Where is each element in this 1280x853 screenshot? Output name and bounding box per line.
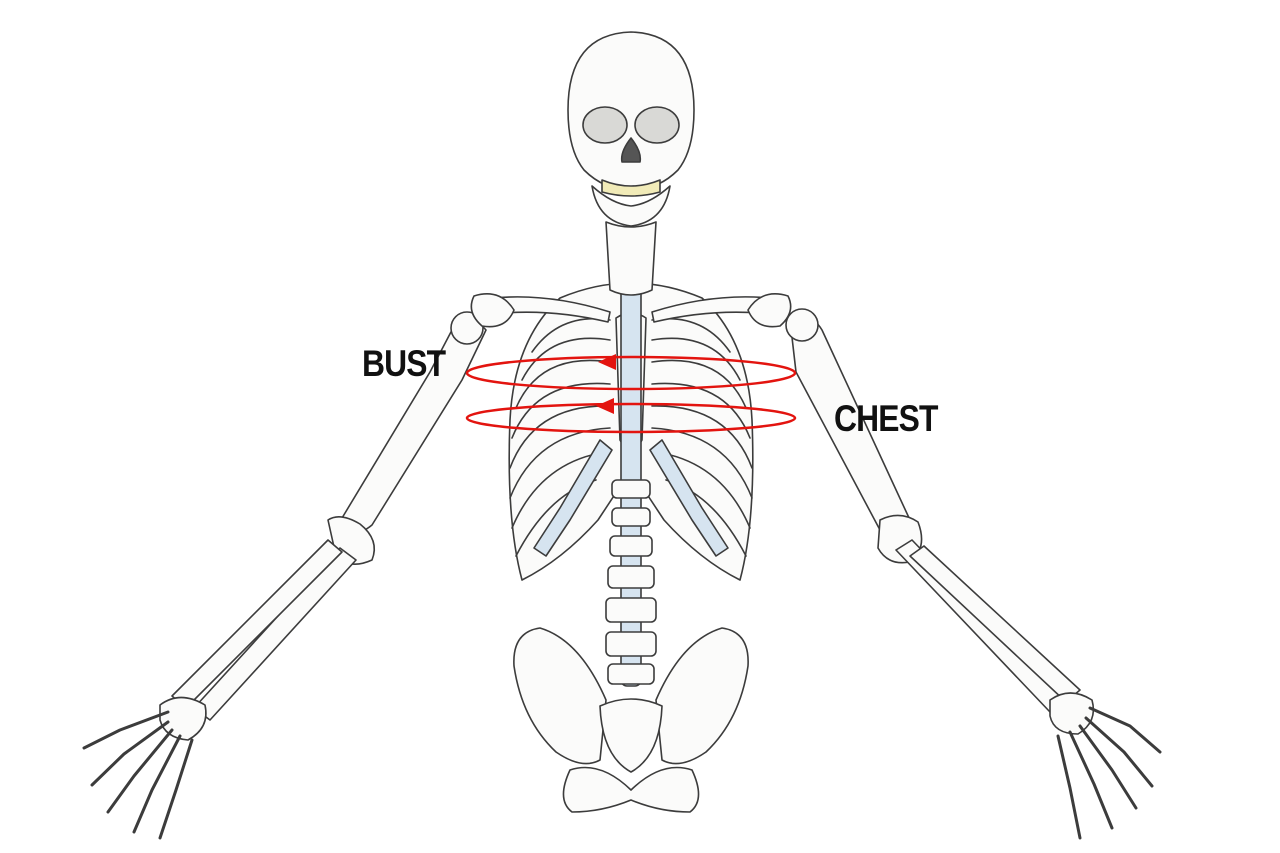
- right-finger: [1068, 730, 1114, 830]
- left-finger: [106, 728, 174, 814]
- right-scapula: [747, 293, 792, 328]
- arrow-left-icon: [598, 354, 616, 370]
- rib: [521, 337, 611, 381]
- chest-label: CHEST: [834, 398, 938, 439]
- right-ilium: [655, 627, 749, 765]
- chest-measure-line: [465, 402, 797, 434]
- rib: [651, 382, 751, 439]
- left-costal-cartilage: [533, 439, 613, 557]
- left-radius: [193, 547, 357, 721]
- right-finger: [1078, 724, 1138, 810]
- spine: [605, 235, 657, 687]
- left-scapula: [470, 293, 515, 328]
- left-wrist: [159, 696, 207, 741]
- rib: [651, 359, 747, 409]
- nasal-cavity: [620, 137, 642, 163]
- neck: [605, 221, 657, 296]
- pelvis: [513, 627, 749, 813]
- cranium: [567, 31, 695, 191]
- vertebra: [607, 663, 655, 685]
- left-eye-socket: [582, 106, 628, 144]
- left-finger: [90, 720, 170, 787]
- right-hand: [1056, 706, 1162, 840]
- rib: [651, 337, 741, 381]
- bust-measure-line: [465, 355, 797, 391]
- vertebra: [611, 507, 651, 527]
- rib: [651, 405, 753, 469]
- left-humerus-head: [450, 311, 484, 345]
- right-ulna: [909, 545, 1081, 703]
- right-humerus-head: [785, 308, 819, 342]
- left-finger: [158, 738, 194, 840]
- rib: [515, 359, 611, 409]
- vertebra: [605, 597, 657, 623]
- skull: [567, 31, 695, 227]
- upper-teeth: [601, 179, 661, 197]
- rib: [509, 427, 611, 499]
- vertebrae: [605, 235, 657, 685]
- sacrum: [599, 698, 663, 773]
- right-arm: [785, 308, 1162, 840]
- right-costal-cartilage: [649, 439, 729, 557]
- vertebra: [607, 565, 655, 589]
- chest-measure: [465, 398, 797, 434]
- rib: [511, 382, 611, 439]
- right-finger: [1088, 706, 1162, 754]
- vertebra: [609, 535, 653, 557]
- right-finger: [1084, 716, 1154, 788]
- left-ulna: [171, 539, 343, 709]
- jaw: [591, 185, 671, 227]
- right-eye-socket: [634, 106, 680, 144]
- pubic-arch: [562, 766, 700, 813]
- left-hand: [82, 710, 194, 840]
- right-wrist: [1049, 692, 1095, 735]
- vertebra: [605, 631, 657, 657]
- left-ribs: [509, 317, 611, 557]
- bust-label: BUST: [362, 343, 446, 384]
- arrow-left-icon: [596, 398, 614, 414]
- left-finger: [132, 734, 182, 834]
- bust-measure: [465, 354, 797, 391]
- vertebra: [611, 479, 651, 499]
- left-ilium: [513, 627, 607, 765]
- rib: [651, 427, 753, 499]
- right-finger: [1056, 734, 1082, 840]
- left-arm: [82, 311, 487, 840]
- rib: [509, 405, 611, 469]
- left-finger: [82, 710, 170, 750]
